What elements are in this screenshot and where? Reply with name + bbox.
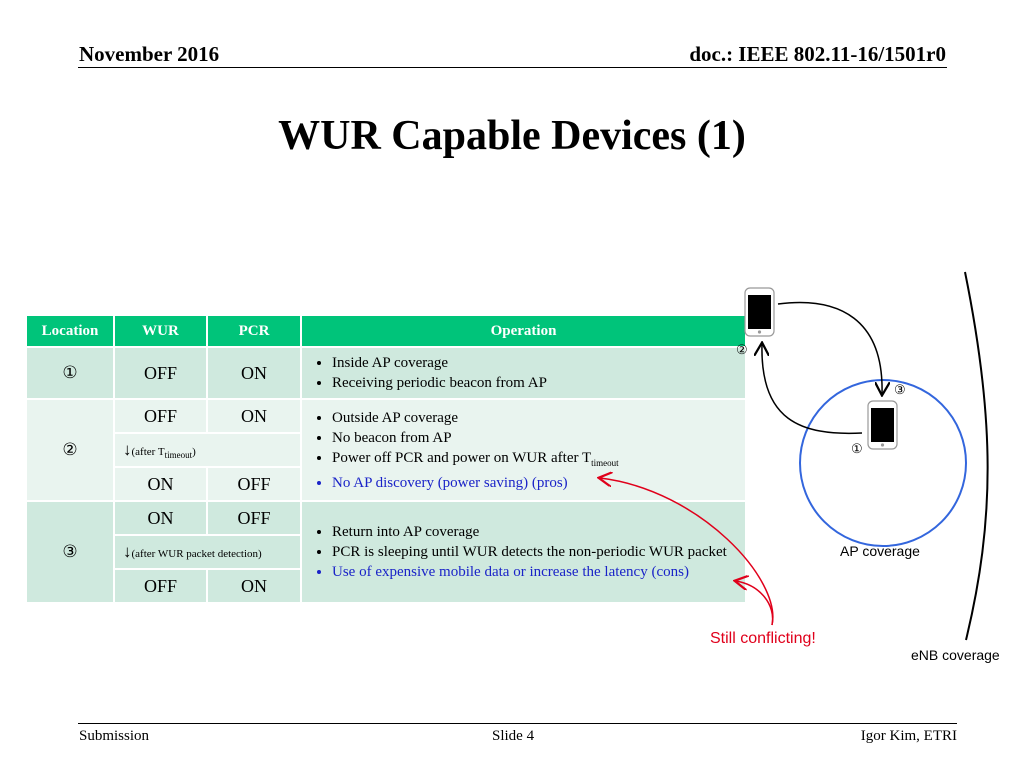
position-2-marker: ②: [736, 342, 748, 357]
ap-coverage-circle: [799, 379, 967, 547]
loc3-wur-before: ON: [113, 500, 208, 536]
list-item: Power off PCR and power on WUR after Tti…: [332, 448, 745, 473]
op3-text: Power off PCR and power on WUR after T: [332, 449, 592, 466]
op3-subscript: timeout: [591, 457, 619, 468]
loc2-operation: Outside AP coverage No beacon from AP Po…: [300, 398, 747, 502]
table-row: ↓(after WUR packet detection): [26, 534, 746, 570]
ap-coverage-label: AP coverage: [840, 543, 920, 559]
header-date: November 2016: [79, 42, 220, 66]
header-divider: [78, 67, 947, 68]
loc2-pcr-after: OFF: [206, 466, 302, 502]
loc1-operation: Inside AP coverage Receiving periodic be…: [300, 346, 747, 400]
loc1-pcr-state: ON: [206, 346, 302, 400]
loc3-transition: ↓(after WUR packet detection): [113, 534, 302, 570]
list-item: Return into AP coverage: [332, 522, 745, 542]
loc2-transition: ↓(after Ttimeout): [113, 432, 302, 468]
loc3-pcr-after: ON: [206, 568, 302, 604]
enb-coverage-label: eNB coverage: [911, 647, 1000, 663]
list-item-pros: No AP discovery (power saving) (pros): [332, 473, 745, 493]
table-row: ↓(after Ttimeout): [26, 432, 746, 468]
location-3-marker: ③: [25, 500, 115, 604]
footer-slide-number: Slide 4: [492, 728, 535, 744]
arrow-down-icon: ↓: [123, 542, 132, 561]
still-conflicting-note: Still conflicting!: [710, 630, 816, 647]
move-arrow-to-2: [762, 344, 863, 435]
header-operation: Operation: [300, 314, 747, 348]
slide-title: WUR Capable Devices (1): [278, 113, 746, 159]
list-item: Receiving periodic beacon from AP: [332, 373, 745, 393]
move-arrow-to-3: [777, 301, 882, 394]
table-row: OFF ON: [26, 568, 746, 604]
phone-icon: [744, 287, 775, 337]
loc3-wur-after: OFF: [113, 568, 208, 604]
list-item: PCR is sleeping until WUR detects the no…: [332, 542, 745, 562]
loc3-pcr-before: OFF: [206, 500, 302, 536]
footer-divider: [78, 723, 957, 724]
header-wur: WUR: [113, 314, 208, 348]
operation-table: Location WUR PCR Operation ① OFF ON Insi…: [25, 314, 747, 604]
loc2-pcr-before: ON: [206, 398, 302, 434]
table-row: ① OFF ON Inside AP coverage Receiving pe…: [25, 346, 747, 400]
loc2-wur-after: ON: [113, 466, 208, 502]
footer-author: Igor Kim, ETRI: [860, 728, 957, 744]
list-item: Inside AP coverage: [332, 353, 745, 373]
header-pcr: PCR: [206, 314, 302, 348]
table-row: ③ ON OFF Return into AP coverage PCR is …: [25, 500, 747, 604]
list-item-cons: Use of expensive mobile data or increase…: [332, 562, 745, 582]
location-1-marker: ①: [25, 346, 115, 400]
enb-coverage-boundary: [964, 271, 989, 641]
list-item: Outside AP coverage: [332, 408, 745, 428]
header-doc-id: doc.: IEEE 802.11-16/1501r0: [689, 42, 946, 66]
position-1-marker: ①: [851, 441, 863, 456]
list-item: No beacon from AP: [332, 428, 745, 448]
table-row: ON OFF: [26, 466, 746, 502]
header-location: Location: [25, 314, 115, 348]
phone-icon: [867, 400, 898, 450]
footer-submission: Submission: [79, 728, 150, 744]
table-header-row: Location WUR PCR Operation: [25, 314, 747, 348]
loc2-wur-before: OFF: [113, 398, 208, 434]
loc1-wur-state: OFF: [113, 346, 208, 400]
table-row: ② OFF ON Outside AP coverage No beacon f…: [25, 398, 747, 502]
arrow-down-icon: ↓: [123, 439, 132, 459]
loc3-operation: Return into AP coverage PCR is sleeping …: [300, 500, 747, 604]
location-2-marker: ②: [25, 398, 115, 502]
position-3-marker: ③: [894, 382, 906, 397]
